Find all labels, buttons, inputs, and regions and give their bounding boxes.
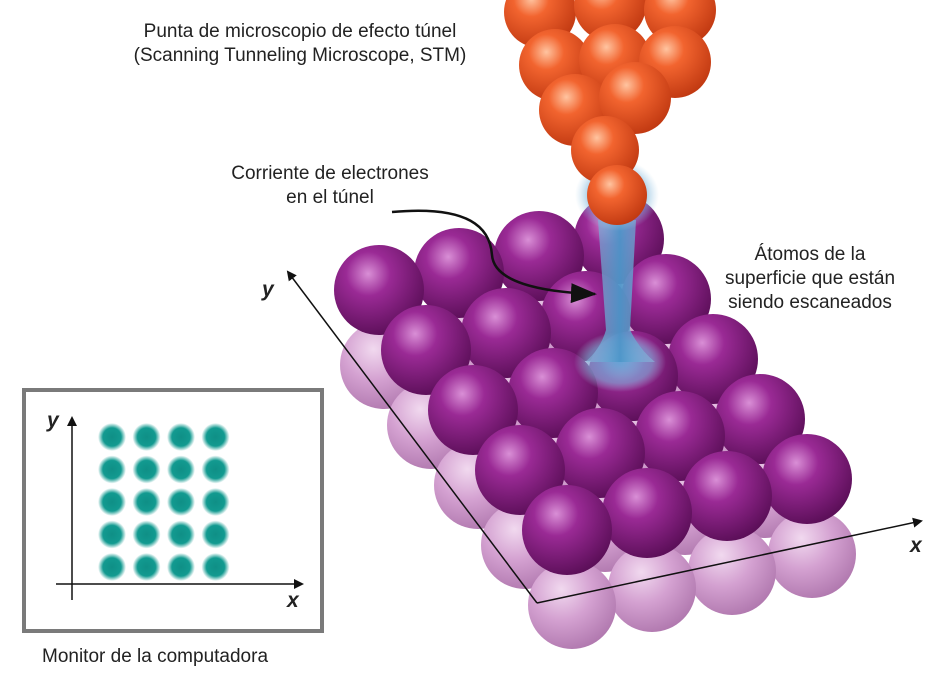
surface-atom <box>602 468 692 558</box>
monitor-y-axis-label: y <box>47 409 59 432</box>
surface-label-line2: superficie que están <box>724 268 896 289</box>
y-axis-3d-label: y <box>262 278 274 301</box>
monitor-dot <box>132 553 161 581</box>
current-leader-arrow <box>391 209 597 304</box>
monitor-dot <box>132 455 161 484</box>
stm-tip <box>504 0 716 225</box>
stm-label-line2: (Scanning Tunneling Microscope, STM) <box>133 45 467 66</box>
monitor-dot <box>98 553 126 581</box>
surface-atom <box>682 451 772 541</box>
monitor-dot <box>132 488 161 516</box>
monitor-dot <box>98 455 126 484</box>
surface-label-line1: Átomos de la <box>754 244 866 265</box>
monitor-dot <box>98 488 126 516</box>
monitor-caption: Monitor de la computadora <box>42 646 269 667</box>
monitor-dot-grid <box>98 423 230 581</box>
tunnel-current-label: Corriente de electrones en el túnel <box>200 162 460 210</box>
monitor-x-axis-label: x <box>287 589 299 612</box>
monitor-dot <box>132 520 161 549</box>
current-label-line2: en el túnel <box>286 187 374 208</box>
axes-3d <box>286 270 923 604</box>
monitor-dot <box>201 553 230 581</box>
x-axis-3d-label: x <box>910 534 922 557</box>
lower-atom <box>528 561 616 649</box>
stm-label-line1: Punta de microscopio de efecto túnel <box>143 21 457 42</box>
monitor-dot <box>167 423 195 451</box>
surface-atom <box>522 485 612 575</box>
tunnel-beam <box>585 220 655 362</box>
lower-atom <box>688 527 776 615</box>
surface-atoms-label: Átomos de la superficie que están siendo… <box>700 243 920 315</box>
monitor-dot <box>201 488 230 516</box>
monitor-dot <box>167 488 195 516</box>
x-axis-3d <box>536 517 923 604</box>
monitor-dot <box>167 553 195 581</box>
tip-atom <box>599 62 671 134</box>
surface-label-line3: siendo escaneados <box>728 292 892 313</box>
lower-atom <box>768 510 856 598</box>
monitor-dot <box>98 520 126 549</box>
surface-atom <box>762 434 852 524</box>
current-label-line1: Corriente de electrones <box>231 163 429 184</box>
y-axis-3d <box>286 270 538 604</box>
monitor-dot <box>98 423 126 451</box>
computer-monitor <box>22 388 324 633</box>
monitor-dot <box>201 520 230 549</box>
monitor-dot <box>201 455 230 484</box>
monitor-dot <box>167 520 195 549</box>
stm-tip-label: Punta de microscopio de efecto túnel (Sc… <box>100 20 500 68</box>
lower-atom <box>608 544 696 632</box>
monitor-dot <box>201 423 230 451</box>
monitor-dot <box>167 455 195 484</box>
tip-atom <box>587 165 647 225</box>
monitor-dot <box>132 423 161 451</box>
